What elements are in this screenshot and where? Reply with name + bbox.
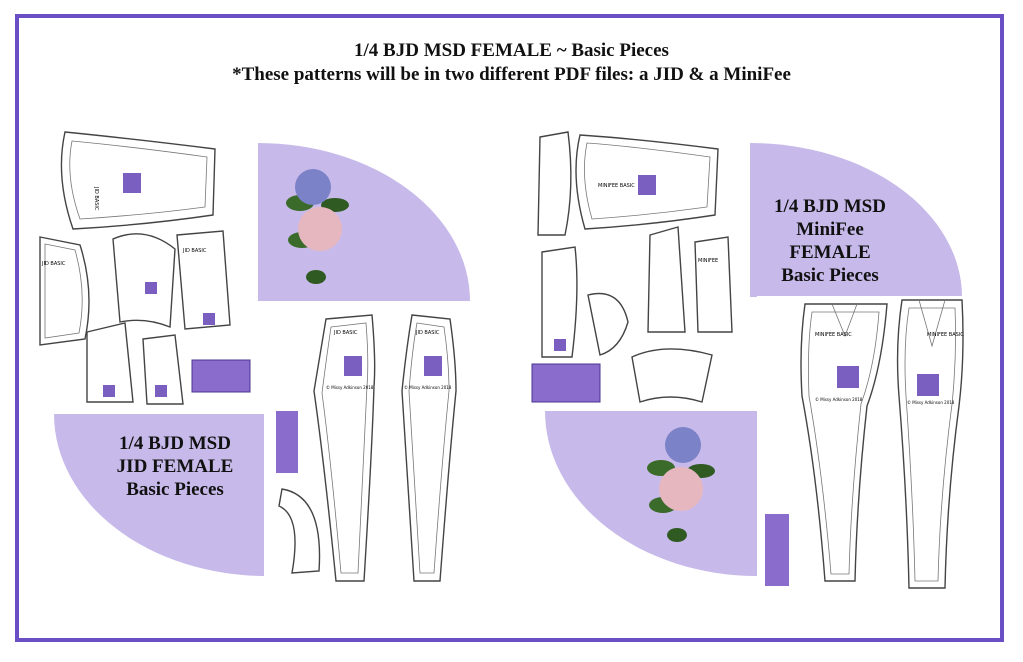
left-pants-back-label: JID BASIC (415, 330, 440, 336)
left-pants-front-label: JID BASIC (333, 330, 358, 336)
hydrangea-image-right (647, 427, 715, 542)
left-pants-sheet: JID BASIC © Missy Adkinson 2018 JID BASI… (264, 301, 469, 608)
right-label-line-3: FEMALE (789, 242, 871, 263)
page-subtitle: *These patterns will be in two different… (232, 64, 791, 85)
left-front-label: JID BASIC (41, 261, 66, 267)
right-pants-pattern: MINIFEE BASIC © Missy Adkinson 2018 MINI… (765, 299, 964, 589)
left-panel-label: 1/4 BJD MSD JID FEMALE Basic Pieces (85, 432, 265, 501)
left-back-label: JID BASIC (182, 248, 207, 254)
left-bodice-sheet: JID BASIC JID BASIC JID BASIC (25, 117, 257, 414)
hydrangea-image-left (286, 169, 349, 284)
left-label-line-3: Basic Pieces (126, 479, 224, 500)
left-sleeve-label: JID BASIC (93, 186, 99, 211)
right-bodice-sheet: MINIFEE BASIC MINIFEE (520, 117, 750, 411)
right-sleeve-label: MINIFEE BASIC (598, 183, 635, 189)
page-title: 1/4 BJD MSD FEMALE ~ Basic Pieces (354, 40, 669, 61)
right-pants-back-credit: © Missy Adkinson 2018 (907, 400, 955, 405)
left-pants-front-credit: © Missy Adkinson 2018 (326, 385, 374, 390)
right-pants-front-label: MINIFEE BASIC (815, 332, 852, 338)
left-pants-pattern: JID BASIC © Missy Adkinson 2018 JID BASI… (276, 314, 457, 582)
left-pants-back-credit: © Missy Adkinson 2018 (404, 385, 452, 390)
left-label-line-1: 1/4 BJD MSD (119, 433, 231, 454)
right-pants-back-label: MINIFEE BASIC (927, 332, 964, 338)
right-label-line-2: MiniFee (796, 219, 864, 240)
right-label-line-1: 1/4 BJD MSD (774, 196, 886, 217)
right-back-label: MINIFEE (698, 258, 718, 264)
right-bodice-pattern: MINIFEE BASIC MINIFEE (531, 131, 733, 403)
left-bodice-pattern: JID BASIC JID BASIC JID BASIC (39, 131, 251, 405)
right-label-line-4: Basic Pieces (781, 265, 879, 286)
right-panel-label: 1/4 BJD MSD MiniFee FEMALE Basic Pieces (745, 195, 915, 287)
right-pants-sheet: MINIFEE BASIC © Missy Adkinson 2018 MINI… (757, 296, 970, 603)
right-pants-front-credit: © Missy Adkinson 2018 (815, 397, 863, 402)
left-label-line-2: JID FEMALE (116, 456, 234, 477)
